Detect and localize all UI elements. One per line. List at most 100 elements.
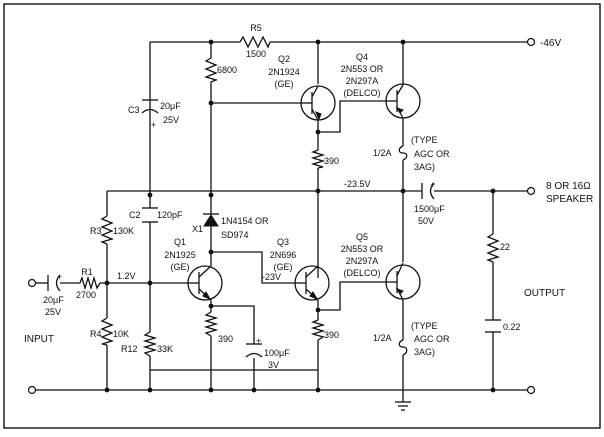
x1-part-1: 1N4154 OR	[221, 216, 269, 226]
fuse-top-type-1: (TYPE	[411, 135, 438, 145]
q1-name: Q1	[174, 237, 186, 247]
diagram-frame	[3, 3, 601, 429]
c-in-plus: +	[57, 272, 62, 282]
transistor-q3	[294, 265, 330, 301]
capacitor-bypass	[245, 343, 263, 358]
q4-part-1: 2N553 OR	[341, 64, 384, 74]
resistor-390-q3	[310, 319, 326, 341]
x1-part-2: SD974	[221, 230, 249, 240]
c-bypass-value-1: 100μF	[264, 348, 290, 358]
q2-part: 2N1924	[268, 67, 300, 77]
transistor-q1	[187, 265, 223, 301]
ground-symbol	[395, 401, 411, 411]
fuse-top-rating: 1/2A	[373, 148, 392, 158]
q3-voltage: -23V	[262, 272, 281, 282]
q2-name: Q2	[278, 54, 290, 64]
resistor-6800	[204, 57, 218, 83]
r5-name: R5	[250, 23, 262, 33]
q4-part-2: 2N297A	[346, 76, 379, 86]
resistor-r4	[100, 317, 114, 346]
resistor-r1	[79, 275, 101, 291]
c2-name: C2	[129, 210, 141, 220]
q5-mfr: (DELCO)	[343, 268, 380, 278]
q1-part: 2N1925	[164, 250, 196, 260]
r-390-q2-value: 390	[324, 156, 339, 166]
input-ground-terminal	[27, 385, 37, 395]
fuse-bottom	[398, 339, 408, 356]
r-390-q1-value: 390	[218, 334, 233, 344]
fuse-bottom-rating: 1/2A	[373, 333, 392, 343]
fuse-bottom-type-2: AGC OR	[414, 334, 450, 344]
speaker-terminal	[526, 186, 536, 196]
x1-name: X1	[192, 224, 203, 234]
supply-voltage: -46V	[540, 38, 561, 49]
speaker-label-2: SPEAKER	[546, 194, 593, 205]
q3-part: 2N696	[270, 250, 297, 260]
c-bypass-value-2: 3V	[268, 360, 279, 370]
r4-name: R4	[90, 329, 102, 339]
q2-type: (GE)	[275, 79, 294, 89]
r1-value: 2700	[76, 290, 96, 300]
supply-terminal	[526, 37, 536, 47]
r3-name: R3	[90, 226, 102, 236]
resistor-r3	[100, 215, 114, 245]
resistor-390-q2	[310, 149, 326, 169]
input-terminal	[27, 278, 37, 288]
fuse-top-type-3: 3AG)	[414, 162, 435, 172]
c3-value-1: 20μF	[160, 101, 181, 111]
fuse-bottom-type-3: 3AG)	[414, 347, 435, 357]
resistor-r5	[239, 35, 271, 49]
resistor-390-q1	[203, 311, 219, 337]
r-6800-value: 6800	[217, 65, 237, 75]
r12-name: R12	[121, 344, 138, 354]
c-bypass-plus: +	[256, 336, 261, 346]
c3-value-2: 25V	[163, 115, 179, 125]
resistor-22	[486, 233, 500, 263]
input-label: INPUT	[24, 334, 54, 345]
r3-value: 130K	[113, 226, 134, 236]
q4-name: Q4	[356, 52, 368, 62]
r5-value: 1500	[246, 49, 266, 59]
diode-x1	[203, 213, 219, 227]
mid-voltage: -23.5V	[344, 179, 371, 189]
q3-name: Q3	[277, 237, 289, 247]
output-ground-terminal	[526, 385, 536, 395]
r1-name: R1	[81, 267, 93, 277]
r12-value: 33K	[157, 344, 173, 354]
capacitor-output	[421, 182, 435, 200]
q5-name: Q5	[356, 232, 368, 242]
capacitor-input	[47, 274, 61, 292]
base-voltage: 1.2V	[117, 271, 136, 281]
q4-mfr: (DELCO)	[343, 88, 380, 98]
c-in-value-2: 25V	[45, 307, 61, 317]
r-22-value: 22	[500, 242, 510, 252]
fuse-top-type-2: AGC OR	[414, 149, 450, 159]
transistor-q4	[385, 83, 421, 119]
c-in-value-1: 20μF	[43, 295, 64, 305]
transistor-q5	[385, 262, 421, 301]
r-390-q3-value: 390	[324, 330, 339, 340]
capacitor-c2	[142, 207, 158, 223]
fuse-bottom-type-1: (TYPE	[411, 321, 438, 331]
output-label: OUTPUT	[524, 288, 565, 299]
c3-plus: +	[151, 120, 156, 130]
q5-part-1: 2N553 OR	[341, 244, 384, 254]
c-022-value: 0.22	[503, 322, 521, 332]
c3-name: C3	[128, 105, 140, 115]
fuse-top	[398, 145, 408, 161]
speaker-label-1: 8 OR 16Ω	[546, 181, 591, 192]
c-out-value-2: 50V	[418, 216, 434, 226]
c-out-plus: +	[430, 180, 435, 190]
junction-dots	[104, 39, 496, 393]
capacitor-c3	[141, 99, 159, 122]
transistor-q2	[300, 85, 336, 121]
q3-type: (GE)	[274, 262, 293, 272]
c2-value: 120pF	[157, 210, 183, 220]
resistor-r12	[142, 331, 158, 357]
q1-type: (GE)	[171, 262, 190, 272]
c-out-value-1: 1500μF	[414, 204, 445, 214]
q5-part-2: 2N297A	[346, 256, 379, 266]
r4-value: 10K	[113, 329, 129, 339]
capacitor-022	[485, 319, 501, 333]
